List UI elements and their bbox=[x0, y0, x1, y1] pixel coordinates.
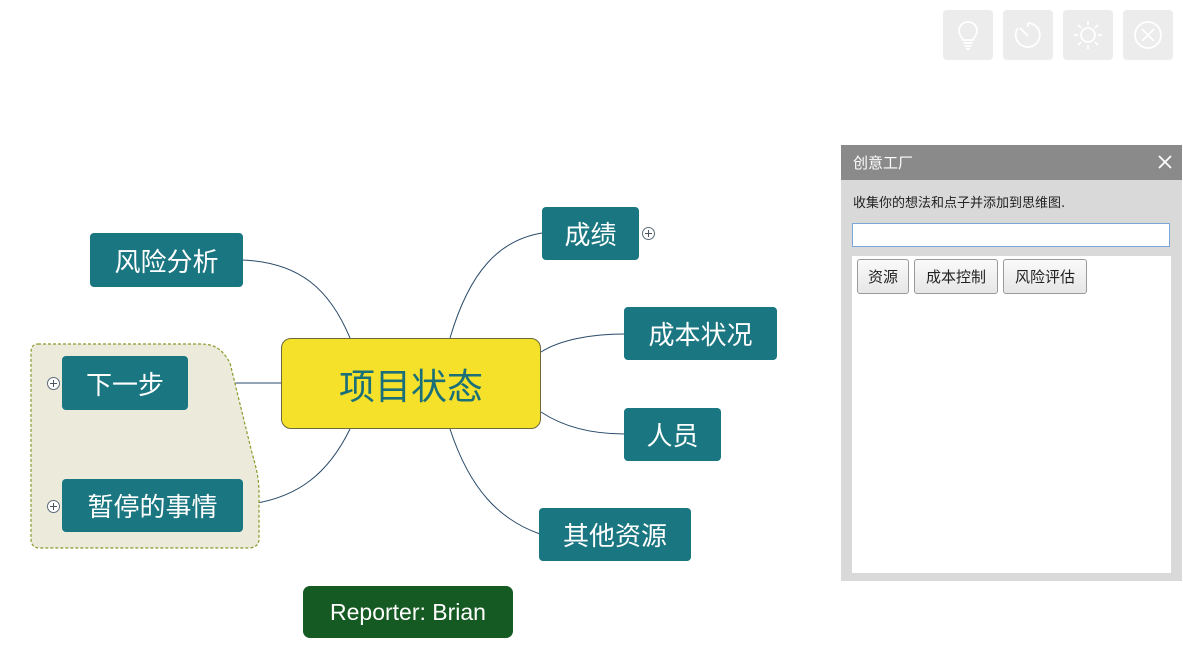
topic-other-resources[interactable]: 其他资源 bbox=[539, 508, 691, 561]
idea-bulb-button[interactable] bbox=[943, 10, 993, 60]
idea-chip[interactable]: 风险评估 bbox=[1003, 259, 1087, 294]
connector-paused-items bbox=[241, 428, 351, 506]
connector-achievements bbox=[449, 232, 543, 339]
idea-chip[interactable]: 资源 bbox=[857, 259, 909, 294]
expand-achievements-icon[interactable] bbox=[642, 227, 655, 240]
close-icon[interactable] bbox=[1157, 154, 1173, 170]
panel-title: 创意工厂 bbox=[853, 154, 914, 172]
brightness-icon bbox=[1074, 21, 1102, 49]
panel-description: 收集你的想法和点子并添加到思维图. bbox=[853, 196, 1066, 211]
connector-cost-status bbox=[540, 333, 626, 353]
topic-achievements[interactable]: 成绩 bbox=[542, 207, 639, 260]
timer-button[interactable] bbox=[1003, 10, 1053, 60]
connector-people bbox=[540, 411, 626, 435]
exit-button[interactable] bbox=[1123, 10, 1173, 60]
central-topic[interactable]: 项目状态 bbox=[281, 338, 541, 429]
topic-next-steps[interactable]: 下一步 bbox=[62, 356, 188, 410]
connector-risk-analysis bbox=[241, 259, 351, 339]
lightbulb-icon bbox=[958, 21, 978, 50]
idea-factory-panel: 创意工厂 收集你的想法和点子并添加到思维图. 资源 成本控制 风险评估 bbox=[841, 145, 1182, 581]
panel-header: 创意工厂 bbox=[841, 145, 1182, 180]
connector-other-resources bbox=[449, 428, 541, 535]
reporter-label[interactable]: Reporter: Brian bbox=[303, 586, 513, 638]
close-circle-icon bbox=[1134, 21, 1162, 49]
idea-list: 资源 成本控制 风险评估 bbox=[852, 256, 1171, 573]
topic-risk-analysis[interactable]: 风险分析 bbox=[90, 233, 243, 287]
idea-input[interactable] bbox=[852, 223, 1170, 247]
topic-paused-items[interactable]: 暂停的事情 bbox=[62, 479, 243, 532]
brightness-button[interactable] bbox=[1063, 10, 1113, 60]
idea-chip[interactable]: 成本控制 bbox=[914, 259, 998, 294]
topic-people[interactable]: 人员 bbox=[624, 408, 721, 461]
timer-icon bbox=[1014, 22, 1041, 48]
topic-cost-status[interactable]: 成本状况 bbox=[624, 307, 777, 360]
expand-paused-items-icon[interactable] bbox=[47, 500, 60, 513]
expand-next-steps-icon[interactable] bbox=[47, 377, 60, 390]
